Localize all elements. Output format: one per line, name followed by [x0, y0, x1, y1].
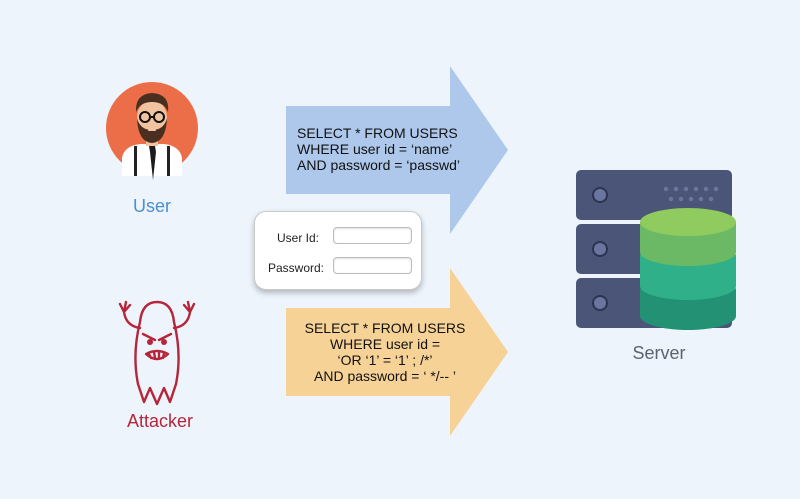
user-id-input[interactable] — [333, 227, 412, 244]
database-icon — [640, 208, 736, 330]
malicious-query-line: AND password = ‘ */-- ’ — [314, 368, 456, 384]
normal-query-line: WHERE user id = ‘name’ — [297, 141, 453, 157]
monster-right-arm — [172, 300, 196, 330]
attacker-monster-icon — [118, 300, 196, 406]
user-id-label: User Id: — [276, 231, 319, 245]
tie — [149, 146, 156, 180]
hair — [135, 93, 169, 112]
password-label: Password: — [267, 261, 324, 275]
server-label: Server — [632, 343, 686, 363]
monster-left-arm — [118, 300, 142, 330]
monster-body — [134, 300, 180, 406]
server-icon — [576, 170, 736, 330]
password-input[interactable] — [333, 257, 412, 274]
user-label: User — [132, 196, 171, 216]
user-avatar — [106, 82, 198, 180]
normal-query-line: AND password = ‘passwd’ — [297, 157, 461, 173]
malicious-query-text: SELECT * FROM USERS WHERE user id = ‘OR … — [290, 320, 480, 384]
attacker-label: Attacker — [126, 411, 194, 431]
malicious-query-arrow — [286, 268, 508, 436]
normal-query-line: SELECT * FROM USERS — [297, 125, 458, 141]
malicious-query-line: ‘OR ‘1’ = ‘1’ ; /*’ — [337, 352, 433, 368]
normal-query-arrow — [286, 66, 508, 234]
normal-query-text: SELECT * FROM USERS WHERE user id = ‘nam… — [297, 125, 487, 173]
malicious-query-line: WHERE user id = — [329, 336, 441, 352]
login-form: User Id: Password: — [254, 211, 422, 290]
suspender-right — [167, 146, 170, 176]
suspender-left — [134, 146, 137, 176]
malicious-query-line: SELECT * FROM USERS — [304, 320, 466, 336]
